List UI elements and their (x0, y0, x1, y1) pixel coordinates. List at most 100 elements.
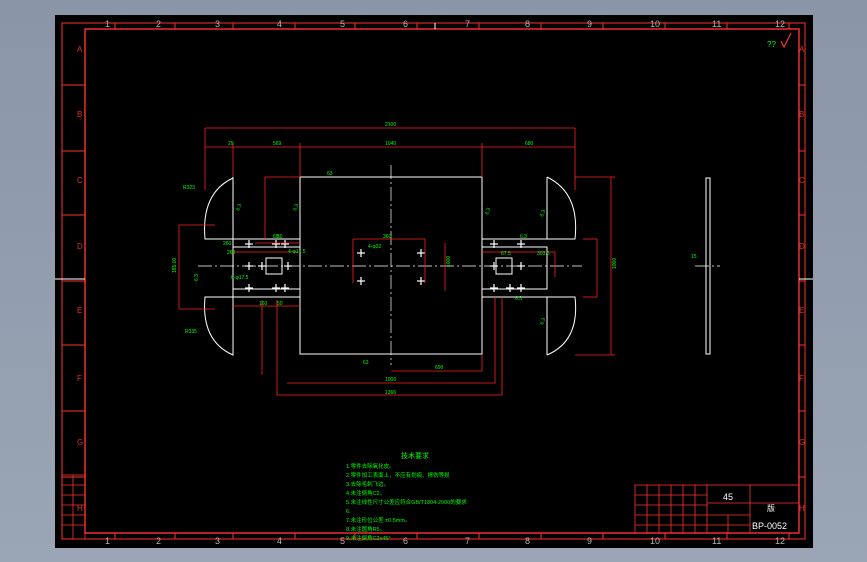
hole-cross (490, 262, 498, 270)
rough-5: 6.3 (539, 317, 547, 326)
zone-number-top: 10 (650, 19, 660, 29)
centring-marks (55, 23, 813, 280)
dim-r323: R323 (183, 185, 195, 191)
roughness-text: ?? (767, 40, 776, 49)
hole-cross (357, 277, 365, 285)
dim-260: 260 (223, 241, 232, 247)
zone-letter-left: A (77, 45, 83, 54)
dim-1000r: 1000 (612, 258, 618, 269)
centre-lines (198, 165, 720, 365)
notes-title: 技术要求 (401, 451, 429, 460)
zone-letter-left: D (77, 242, 83, 251)
zone-letter-right: D (799, 242, 805, 251)
dim-569: 569 (273, 141, 282, 147)
hole-cross (490, 284, 498, 292)
zone-letter-left: G (77, 438, 83, 447)
zone-number-bottom: 11 (712, 536, 721, 546)
left-strip (61, 474, 86, 540)
zone-number-bottom: 6 (403, 536, 408, 546)
zone-number-top: 11 (712, 19, 721, 29)
dim-185: 185.00 (172, 257, 178, 273)
note-line: 9.未注倒角C2x45° (346, 534, 391, 542)
dim-67-5: 67.5 (501, 251, 511, 257)
zone-letter-right: B (799, 110, 804, 119)
rough-4: 6.3 (539, 209, 547, 218)
zone-letter-right: F (799, 374, 804, 383)
dim-15: 15 (691, 254, 697, 260)
dim-6phi: 6-φ17.5 (231, 275, 249, 281)
zone-letter-right: G (799, 438, 805, 447)
roughness-symbol: ?? (767, 32, 792, 49)
dim-60: 60 (273, 234, 279, 240)
dim-63-top: 63 (327, 171, 333, 177)
material-text: 45 (723, 492, 733, 502)
dim-1366: 1366 (385, 390, 396, 396)
note-line: 8.未注圆角R5。 (346, 525, 385, 533)
zone-letter-left: C (77, 176, 83, 185)
hole-cross (272, 284, 280, 292)
zone-letter-left: E (77, 306, 82, 315)
hole-cross (517, 284, 525, 292)
rough-3: 6.3 (484, 207, 492, 216)
zone-number-bottom: 8 (525, 536, 530, 546)
note-line: 1.零件去除氧化皮。 (346, 462, 395, 470)
hole-cross (506, 284, 514, 292)
hole-cross (281, 284, 289, 292)
dim-1006: 1006 (385, 377, 396, 383)
hole-cross (517, 262, 525, 270)
title-block: 45 版 BP-0052 (634, 484, 800, 534)
zone-letter-right: A (799, 45, 805, 54)
part-name-text: 版 (767, 503, 775, 513)
zone-number-bottom: 1 (105, 536, 110, 546)
zone-number-bottom: 9 (587, 536, 592, 546)
note-line: 2.零件加工表面上，不应有划痕、擦伤等损 (346, 471, 450, 479)
drawing-number: BP-0052 (752, 521, 787, 531)
zone-number-top: 6 (403, 19, 408, 29)
dim-50b: 50 (277, 301, 283, 307)
zone-number-top: 4 (277, 19, 282, 29)
note-line: 3.去除毛刺飞边。 (346, 480, 389, 488)
rough-7: 6.3 (515, 296, 522, 302)
note-line: 6. (346, 509, 351, 515)
dim-50a: 50 (277, 234, 283, 240)
hole-cross (357, 249, 365, 257)
zone-letter-left: H (77, 504, 83, 513)
zone-number-top: 7 (465, 19, 470, 29)
dim-1040: 1040 (385, 141, 396, 147)
zone-number-bottom: 2 (156, 536, 161, 546)
hole-cross (490, 240, 498, 248)
rough-1: 6.3 (235, 203, 243, 212)
zone-letter-right: C (799, 176, 805, 185)
rough-6: 6.3 (520, 234, 527, 240)
dim-r335: R335 (185, 329, 197, 335)
zone-letter-left: F (77, 374, 82, 383)
zone-number-top: 1 (105, 19, 110, 29)
zone-letter-right: E (799, 306, 804, 315)
dim-360: 360 (383, 234, 392, 240)
dimension-text: 2100 29 569 1040 680 63 R323 R335 260 20… (172, 122, 697, 396)
notes-lines: 1.零件去除氧化皮。2.零件加工表面上，不应有划痕、擦伤等损3.去除毛刺飞边。4… (346, 462, 467, 542)
hole-cross (258, 262, 266, 270)
zone-number-top: 2 (156, 19, 161, 29)
dim-2100: 2100 (385, 122, 396, 128)
dim-690: 690 (435, 365, 444, 371)
hole-cross (417, 249, 425, 257)
hole-markers (245, 240, 525, 292)
zone-number-bottom: 10 (650, 536, 660, 546)
zone-number-top: 3 (215, 19, 220, 29)
dim-4phi: 4-φ17.5 (288, 249, 306, 255)
dim-200: 200 (227, 250, 236, 256)
zone-number-bottom: 3 (215, 536, 220, 546)
dim-29: 29 (228, 141, 234, 147)
zone-letter-left: B (77, 110, 82, 119)
sheet-border (61, 22, 806, 540)
zone-number-top: 8 (525, 19, 530, 29)
note-line: 5.未注线性尺寸公差应符合GB/T1804-2000的要求 (346, 498, 467, 506)
zone-number-bottom: 4 (277, 536, 282, 546)
hole-cross (245, 240, 253, 248)
dim-160: 160 (259, 301, 268, 307)
zone-number-top: 9 (587, 19, 592, 29)
